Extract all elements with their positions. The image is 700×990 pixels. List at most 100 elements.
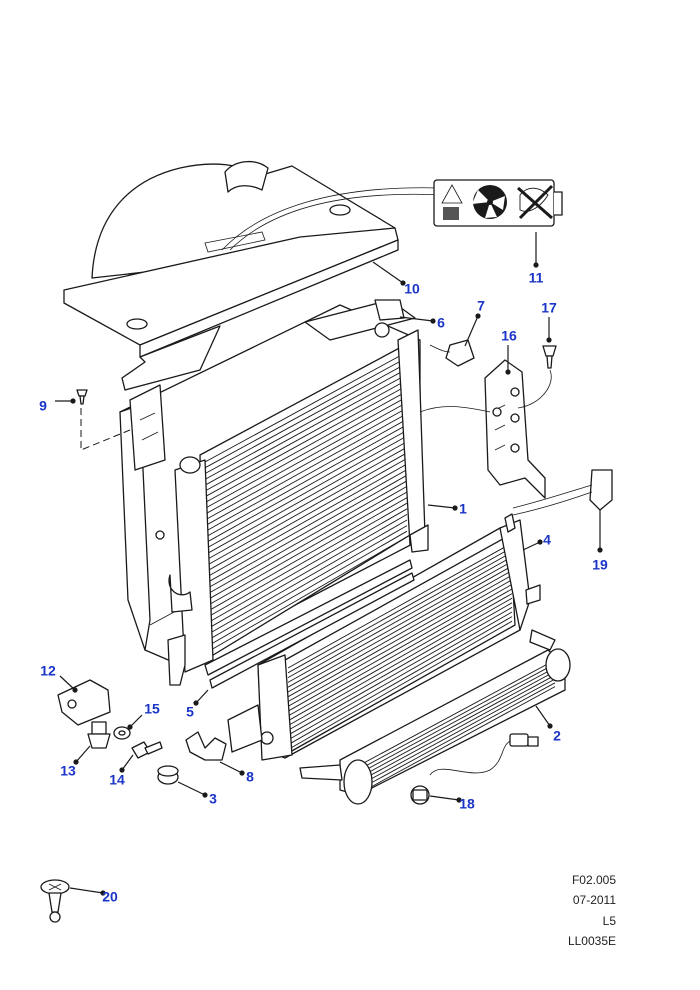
callout-number-12: 12 [40,663,56,679]
callout-number-14: 14 [109,772,125,788]
callout-number-3: 3 [209,791,217,807]
callout-17: 17 [541,300,557,343]
leader-dot-20 [100,890,106,896]
leader-dot-10 [400,280,406,286]
callout-number-4: 4 [543,532,551,548]
bolt-part [131,741,163,759]
figure-code: F02.005 [571,873,616,887]
grommet-part [157,765,179,785]
leader-line-3 [177,781,206,796]
callout-14: 14 [109,754,134,788]
callout-13: 13 [60,745,91,779]
callout-number-15: 15 [144,701,160,717]
leader-dot-19 [597,547,603,553]
leader-dot-16 [505,369,511,375]
warning-label-part [433,179,563,227]
sensor-harness-part [410,733,539,805]
callout-19: 19 [592,510,608,573]
callout-8: 8 [219,761,254,785]
leader-line-5 [195,689,209,704]
callout-7: 7 [464,298,485,347]
leader-dot-17 [546,337,552,343]
leader-line-1 [427,504,456,509]
leader-dot-12 [72,687,78,693]
leader-dot-6 [430,318,436,324]
callout-4: 4 [522,532,551,551]
leader-dot-13 [73,759,79,765]
leader-line-7 [464,315,479,347]
callout-18: 18 [429,795,475,812]
leader-dot-1 [452,505,458,511]
callout-number-8: 8 [246,769,254,785]
oil-cooler-part [299,629,571,805]
leader-line-2 [535,705,551,727]
trim-fastener-part [40,879,70,923]
callout-number-9: 9 [39,398,47,414]
callout-20: 20 [69,887,118,905]
callout-number-10: 10 [404,281,420,297]
callout-number-2: 2 [553,728,561,744]
seal-strip-part [204,559,415,689]
callout-12: 12 [40,663,78,693]
callout-1: 1 [427,501,467,517]
callout-15: 15 [127,701,160,730]
mounting-panel-part [419,359,546,499]
callout-5: 5 [186,689,209,720]
leader-line-14 [121,754,134,771]
level-code: L5 [602,914,616,928]
callout-2: 2 [535,705,561,744]
callout-number-20: 20 [102,889,118,905]
push-clip-part [517,345,557,409]
fan-cowl-part [63,161,446,391]
washer-part [113,726,131,740]
callout-number-18: 18 [459,796,475,812]
leader-line-10 [372,261,404,284]
leader-line-20 [69,887,104,894]
leader-line-12 [59,675,76,691]
leader-line-18 [429,795,460,801]
date-code: 07-2011 [572,893,616,907]
leader-line-15 [129,714,143,728]
callout-number-16: 16 [501,328,517,344]
leader-dot-5 [193,700,199,706]
callout-number-7: 7 [477,298,485,314]
drawing-number: LL0035E [567,934,616,948]
leader-dot-4 [537,539,543,545]
leader-dot-7 [475,313,481,319]
leader-dot-11 [533,262,539,268]
support-bracket-part [57,679,111,726]
leader-dot-18 [456,797,462,803]
leader-dot-3 [202,792,208,798]
leader-dot-15 [127,724,133,730]
leader-dot-9 [70,398,76,404]
callout-16: 16 [501,328,517,375]
mounting-bracket-part [185,731,227,761]
callout-number-1: 1 [459,501,467,517]
leader-dot-8 [239,770,245,776]
leader-line-6 [399,316,434,322]
bracket-part [429,339,475,367]
callout-10: 10 [372,261,420,297]
leader-dot-2 [547,723,553,729]
callout-9: 9 [39,398,76,414]
callout-11: 11 [529,232,544,286]
callout-number-6: 6 [437,315,445,331]
rubber-mount-part [87,721,111,749]
callout-number-13: 13 [60,763,76,779]
hose-clip-part [512,469,613,516]
intercooler-part [227,513,541,761]
screw-part [76,389,131,451]
clip-part [374,299,405,338]
callout-number-5: 5 [186,704,194,720]
callout-3: 3 [177,781,217,807]
callout-number-17: 17 [541,300,557,316]
leader-line-8 [219,761,243,774]
callout-number-11: 11 [529,270,544,286]
radiator-part [119,299,429,686]
leader-line-4 [522,541,541,551]
leader-dot-14 [119,767,125,773]
leader-line-13 [75,745,91,763]
callout-number-19: 19 [592,557,608,573]
